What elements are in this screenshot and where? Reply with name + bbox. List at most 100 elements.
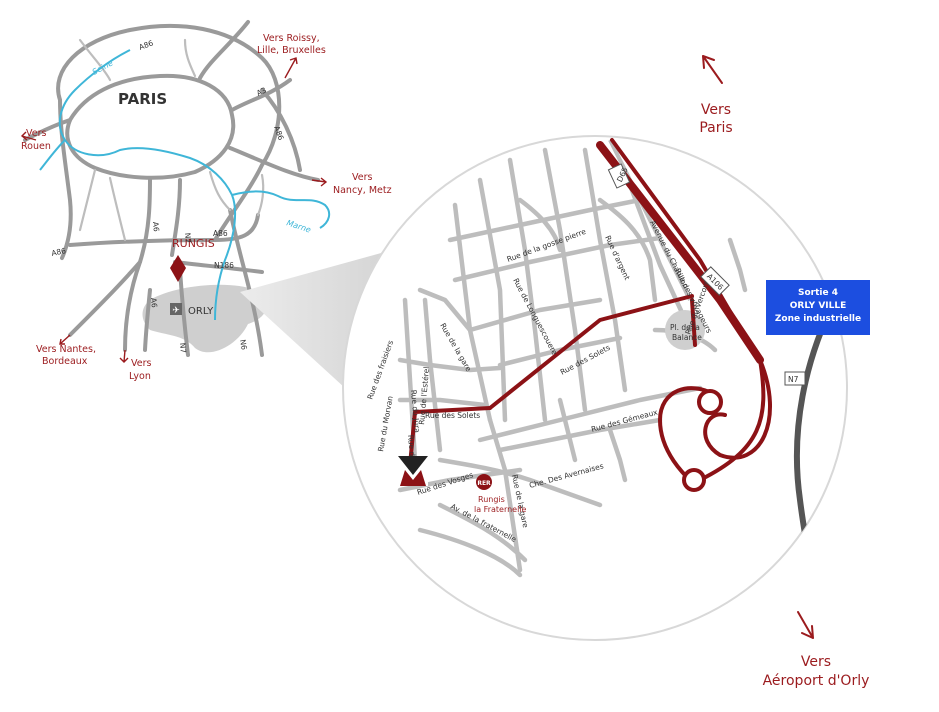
road-n7	[178, 268, 190, 357]
shield-a106	[700, 266, 730, 296]
shield-n7-label: N7	[788, 375, 799, 384]
interchange-node-2	[682, 468, 706, 492]
street-grid-26	[557, 397, 578, 463]
street-grid-10	[517, 197, 563, 253]
rer-badge-label: RER	[477, 480, 491, 487]
street-grid-19	[437, 457, 603, 508]
road-a10	[68, 260, 142, 337]
route-rue-solets-west	[408, 406, 492, 467]
vers-paris-1: Vers	[701, 102, 731, 118]
road-label-n7b: N7	[178, 342, 188, 353]
shield-d65	[607, 163, 631, 189]
road-a4	[228, 146, 320, 182]
road-paris-ring	[65, 73, 236, 180]
road-a86-south	[68, 213, 260, 247]
vers-paris-2: Paris	[699, 120, 732, 136]
arrow-nancy	[311, 177, 328, 187]
arrow-to-paris	[702, 55, 723, 84]
street-grid-22	[422, 297, 443, 453]
dir-nancy-2: Nancy, Metz	[333, 185, 392, 196]
road-a1	[198, 20, 250, 80]
route-a106	[596, 141, 764, 364]
road-d65-light	[608, 139, 692, 301]
detail-map: Rue de la gosse pierre Rue d'argent Rue …	[342, 135, 848, 641]
route-loop-return	[698, 358, 766, 482]
street-grid-12	[627, 182, 693, 333]
road-label-n186: N186	[214, 261, 234, 270]
dir-lyon-1: Vers	[131, 358, 152, 369]
dir-rouen-1: Vers	[26, 128, 47, 139]
road-a86-east	[260, 88, 302, 172]
road-label-a86-mid: A86	[213, 229, 228, 238]
street-jura: Rue du Jura	[409, 389, 422, 433]
arrow-to-orly	[797, 611, 814, 639]
road-a86-ring	[56, 23, 282, 242]
plane-glyph: ✈	[172, 306, 180, 316]
route-rue-solets-main	[488, 294, 694, 410]
overview-map: ✈ PARIS Seine Marne RUNGIS ORLY A86 A3 A…	[20, 20, 392, 382]
detail-circle-background	[342, 135, 848, 641]
dir-nantes-1: Vers Nantes,	[36, 344, 96, 355]
street-grid-18	[497, 417, 663, 453]
street-grid-2	[477, 177, 508, 423]
road-label-a3: A3	[255, 85, 268, 97]
road-minor-5	[78, 168, 97, 232]
arrow-lyon	[119, 349, 129, 363]
dir-nantes-2: Bordeaux	[42, 356, 88, 367]
dir-rouen-2: Rouen	[21, 141, 51, 152]
plane-icon	[170, 303, 182, 315]
seine-river	[58, 49, 237, 321]
dir-roissy-2: Lille, Bruxelles	[257, 45, 326, 56]
place-balance-label-2: Balance	[672, 333, 702, 342]
orly-label: ORLY	[188, 306, 214, 317]
road-label-a86-left: A86	[51, 246, 67, 258]
street-grid-4	[542, 147, 588, 413]
street-grid-7	[452, 235, 663, 283]
street-grid-6	[447, 197, 643, 243]
vers-orly-1: Vers	[801, 654, 831, 670]
interchange-node-1	[697, 389, 723, 415]
street-grid-14	[397, 357, 503, 373]
street-grid-5	[582, 147, 628, 393]
exit-sign: Sortie 4 ORLY VILLE Zone industrielle	[766, 280, 870, 335]
street-grid-24	[487, 417, 523, 573]
street-grid-11	[597, 197, 658, 303]
rungis-marker	[170, 255, 186, 282]
street-solets-left: Rue des Solets	[425, 411, 480, 420]
paris-label: PARIS	[118, 90, 167, 108]
rer-station-icon	[476, 474, 492, 490]
shield-n7	[784, 371, 806, 386]
road-minor-1	[78, 38, 112, 82]
marne-label: Marne	[285, 218, 312, 234]
route-a106-inner	[610, 138, 737, 322]
road-label-a86-top: A86	[138, 38, 155, 52]
road-label-n7: N7	[183, 232, 193, 243]
street-grid-3	[507, 157, 548, 423]
exit-sign-box	[766, 280, 870, 335]
street-grid-25	[607, 427, 628, 483]
road-a6b	[143, 288, 152, 352]
arrow-roissy	[284, 57, 298, 79]
orly-airport-area	[142, 284, 267, 353]
destination-logo	[398, 456, 428, 486]
arrow-rouen	[20, 131, 37, 141]
seine-label: Seine	[91, 58, 115, 76]
road-a86-west	[58, 98, 73, 260]
street-grid-28	[727, 237, 748, 293]
seine-river-branch	[39, 139, 66, 171]
rer-station-name-1: Rungis	[478, 495, 505, 504]
road-minor-2	[183, 38, 197, 78]
dir-nancy-1: Vers	[352, 172, 373, 183]
dir-lyon-2: Lyon	[129, 371, 151, 382]
road-label-a6: A6	[151, 221, 161, 232]
road-a3	[230, 78, 292, 112]
place-balance-label-1: Pl. de la	[670, 323, 700, 332]
rer-station-name-2: la Fraternelle	[474, 505, 527, 514]
road-label-a6b: A6	[149, 297, 159, 308]
road-a6-link	[170, 178, 182, 257]
arrow-nantes	[59, 334, 71, 345]
rungis-label: RUNGIS	[172, 237, 215, 250]
street-grid-16	[397, 467, 523, 493]
marne-river	[231, 190, 331, 229]
